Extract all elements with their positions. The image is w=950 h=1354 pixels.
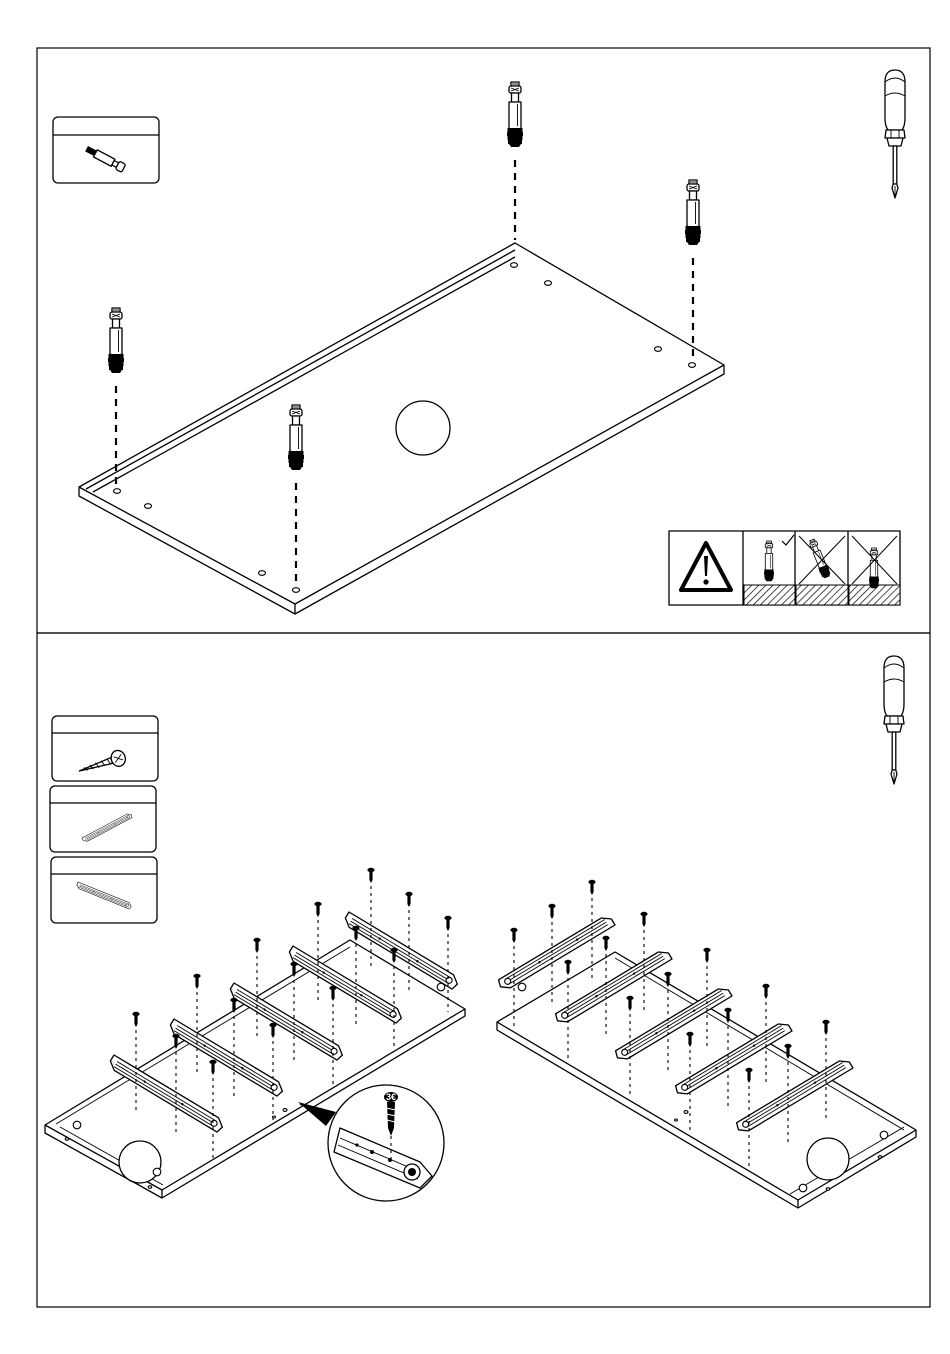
wood-screw-part-icon [77,749,128,779]
parts-box-drawer-runner-left [50,786,156,852]
warning-option-correct [744,535,795,605]
right-panel-handle-hole [807,1138,849,1180]
step-1-panel [37,48,930,633]
board-panel [79,243,724,614]
parts-box-drawer-runner-right [51,857,157,923]
parts-box-cam-bolt [53,117,159,183]
drawer-runner-left-part-icon [82,812,133,842]
screwdriver-icon [885,70,905,198]
warning-option-tilted [796,536,848,605]
step-2-panel: 3€ [37,633,930,1307]
left-panel-handle-hole [119,1141,161,1183]
warning-triangle-icon [681,543,731,590]
cam-bolt-3 [108,308,124,486]
cam-bolt-1 [507,82,523,240]
check-mark-icon [782,535,794,545]
cam-bolt-part-icon [84,145,125,173]
warning-option-too-deep [849,536,900,605]
parts-box-wood-screw [52,716,158,781]
cam-bolt-2 [685,180,701,360]
board-handle-hole [396,401,450,455]
cross-mark-icon [799,536,845,584]
detail-screw-label: 3€ [386,1092,396,1102]
drawer-runner-right-part-icon [76,882,132,909]
screwdriver-icon [884,656,904,784]
warning-box [669,531,900,605]
